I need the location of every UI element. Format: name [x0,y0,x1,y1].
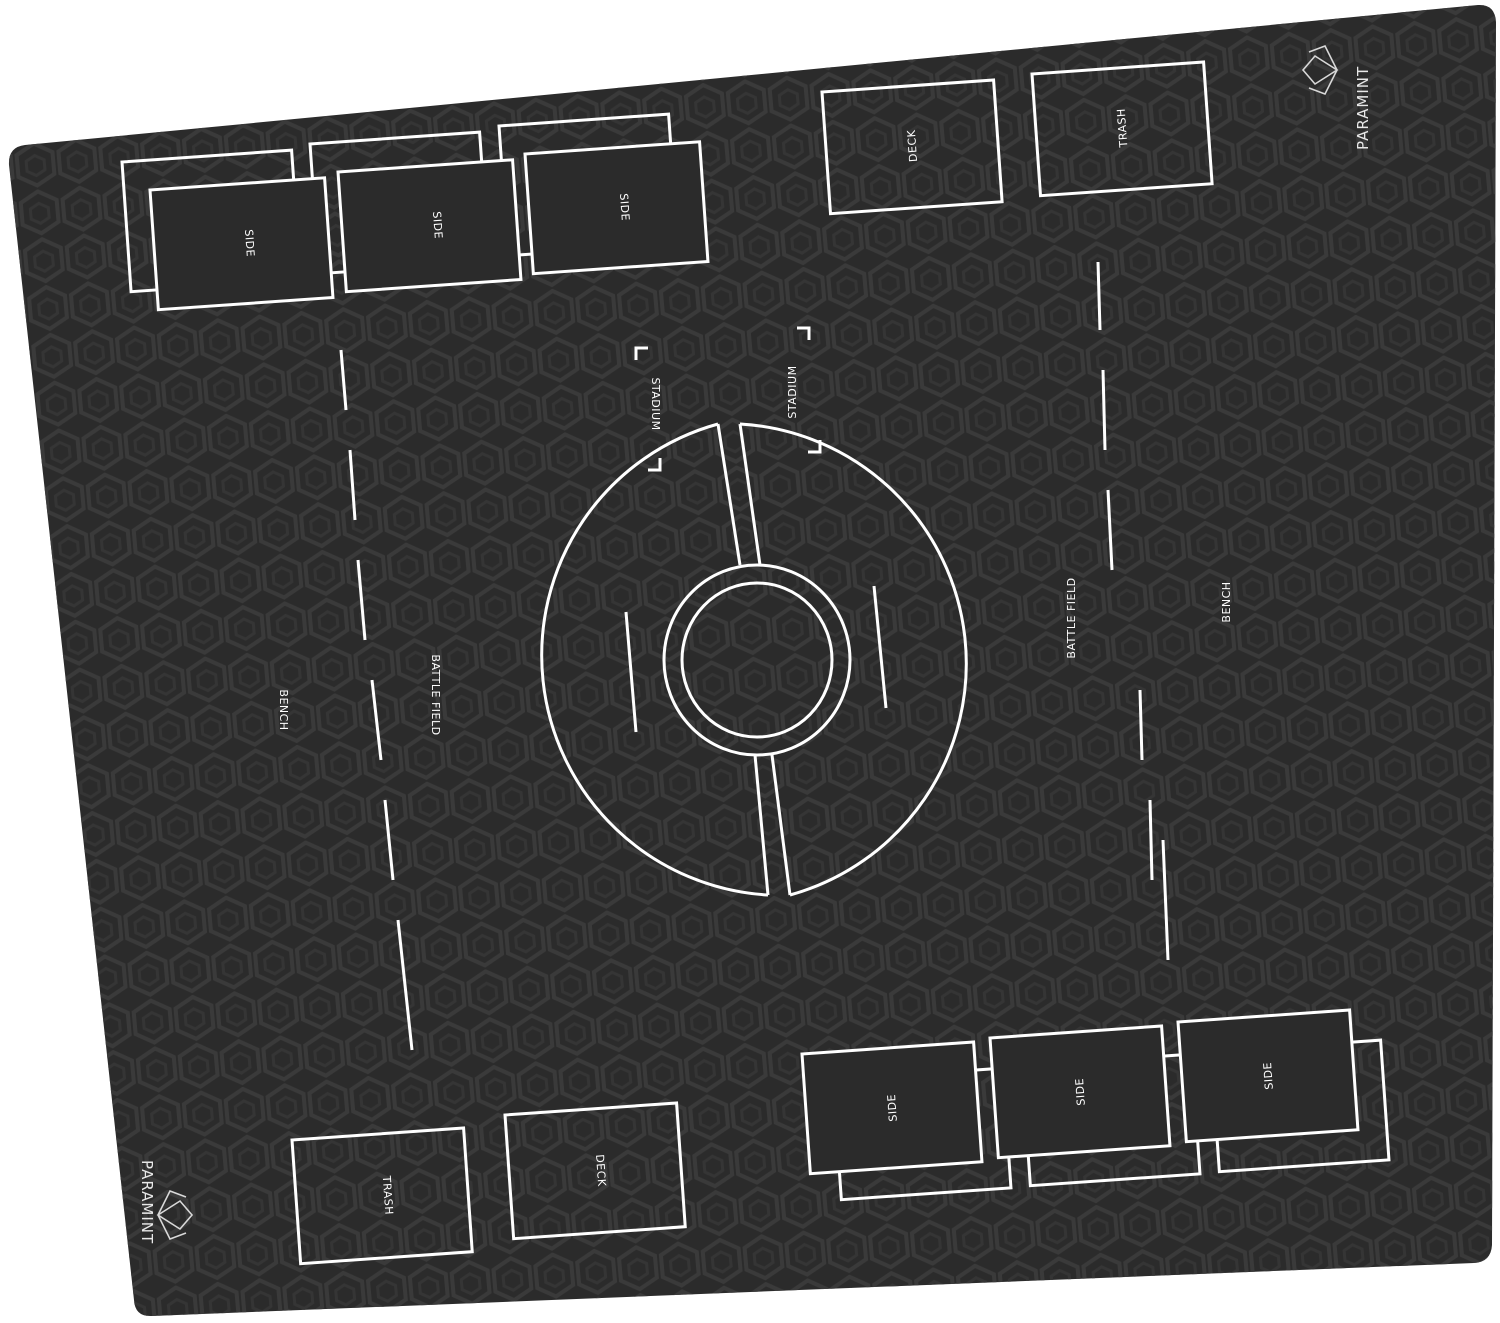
side-zone-top-2: SIDE [336,158,523,294]
battle-field-label-left: BATTLE FIELD [429,654,442,735]
battle-field-label-right: BATTLE FIELD [1065,577,1078,658]
side-label: SIDE [885,1094,900,1122]
side-label: SIDE [1073,1078,1088,1106]
trash-zone-top: TRASH [1030,60,1214,198]
trash-zone-bottom: TRASH [290,1126,474,1266]
bench-label-left: BENCH [277,689,290,730]
lotus-logo-icon [156,1189,194,1241]
side-zone-bottom-2: SIDE [988,1024,1172,1160]
svg-text:DECK: DECK [905,129,920,162]
bench-line-left [339,349,414,1051]
side-label: SIDE [242,229,257,257]
lotus-logo-icon [1301,44,1339,96]
brand-name: PARAMINT [1354,66,1372,150]
side-zone-top-1: SIDE [148,176,335,312]
brand-bottom: PARAMINT [138,1160,194,1244]
brand-top: PARAMINT [1301,44,1372,150]
svg-text:TRASH: TRASH [380,1174,396,1215]
side-label: SIDE [1261,1062,1276,1090]
side-zones-bottom: SIDE SIDE SIDE [800,1008,1391,1202]
svg-text:TRASH: TRASH [1115,108,1131,149]
side-label: SIDE [430,211,445,239]
deck-zone-bottom: DECK [503,1101,687,1241]
bench-label-right: BENCH [1220,581,1233,622]
side-zone-top-3: SIDE [523,140,710,276]
active-zone [540,422,968,897]
svg-text:STADIUM: STADIUM [786,365,799,418]
side-label: SIDE [617,193,632,221]
brand-name: PARAMINT [138,1160,156,1244]
deck-zone-top: DECK [820,78,1004,216]
stadium-zone-left: STADIUM [634,346,662,472]
side-zone-bottom-1: SIDE [800,1040,984,1176]
svg-text:DECK: DECK [593,1154,608,1187]
side-zone-bottom-3: SIDE [1176,1008,1360,1144]
bench-line-right [1096,261,1170,961]
side-zones-top: SIDE SIDE SIDE [120,112,710,312]
svg-text:STADIUM: STADIUM [649,377,662,430]
